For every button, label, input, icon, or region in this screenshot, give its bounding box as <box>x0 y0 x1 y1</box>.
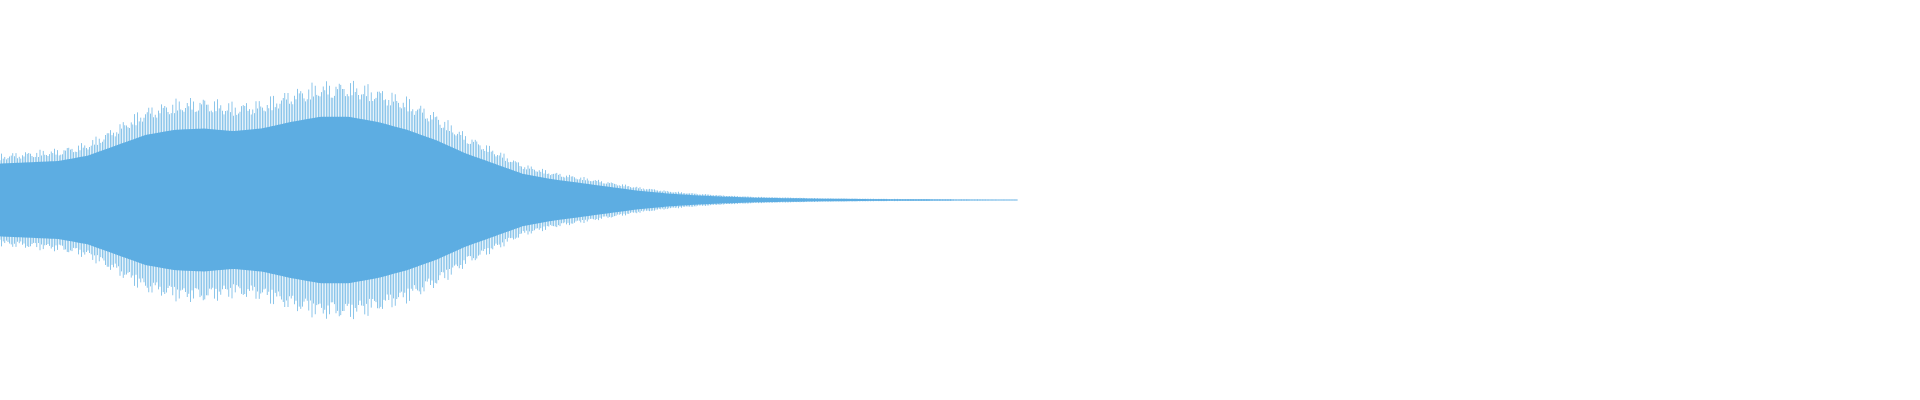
waveform-body <box>0 116 1018 284</box>
